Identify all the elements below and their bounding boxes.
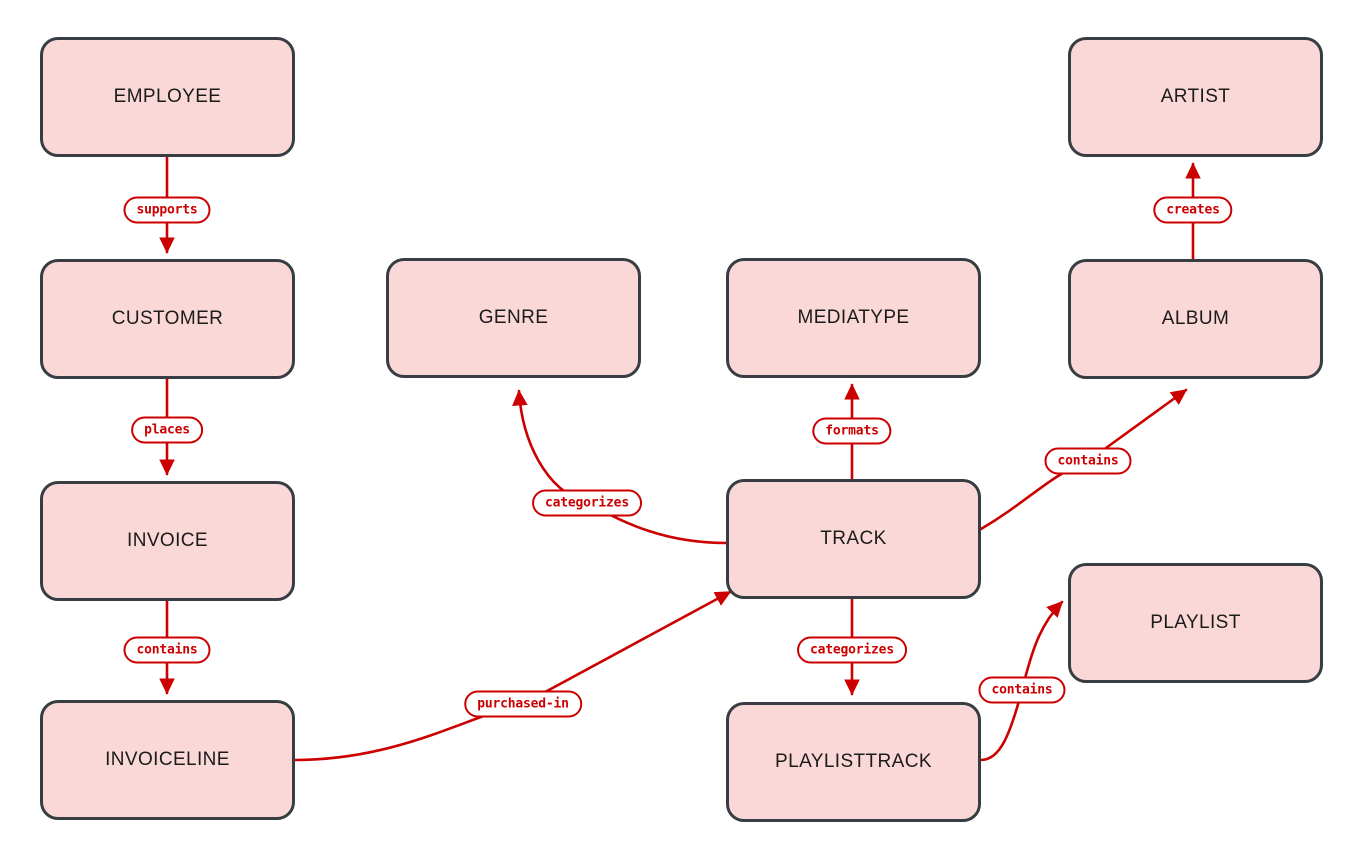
edge-label-formats: formats	[812, 417, 892, 445]
edge-label-text: creates	[1166, 202, 1220, 218]
entity-node-mediatype[interactable]: MEDIATYPE	[726, 258, 981, 378]
edge-label-contains: contains	[978, 676, 1066, 704]
edge-label-places: places	[131, 416, 203, 444]
edge-label-text: supports	[136, 202, 198, 218]
edge-label-text: categorizes	[545, 495, 629, 511]
entity-node-label: TRACK	[820, 528, 887, 549]
edge-label-text: formats	[825, 423, 879, 439]
edge-label-text: contains	[991, 682, 1053, 698]
entity-node-label: MEDIATYPE	[797, 307, 910, 328]
edge-label-contains: contains	[123, 636, 211, 664]
edge-label-text: contains	[136, 642, 198, 658]
edge-label-contains: contains	[1044, 447, 1132, 475]
entity-node-label: CUSTOMER	[111, 308, 224, 329]
entity-node-customer[interactable]: CUSTOMER	[40, 259, 295, 379]
entity-node-label: PLAYLIST	[1150, 612, 1241, 633]
entity-node-label: GENRE	[478, 307, 549, 328]
edge-label-categorizes: categorizes	[532, 489, 642, 517]
entity-node-album[interactable]: ALBUM	[1068, 259, 1323, 379]
entity-node-label: ALBUM	[1161, 308, 1230, 329]
edge-label-supports: supports	[123, 196, 211, 224]
entity-node-label: EMPLOYEE	[113, 86, 222, 107]
entity-node-artist[interactable]: ARTIST	[1068, 37, 1323, 157]
edge-label-text: places	[144, 422, 190, 438]
entity-node-employee[interactable]: EMPLOYEE	[40, 37, 295, 157]
edge-label-text: purchased-in	[477, 696, 569, 712]
edge-label-categorizes: categorizes	[797, 636, 907, 664]
entity-node-label: ARTIST	[1160, 86, 1231, 107]
entity-node-invoice[interactable]: INVOICE	[40, 481, 295, 601]
entity-node-invoiceline[interactable]: INVOICELINE	[40, 700, 295, 820]
edge-invoiceline-to-track	[293, 590, 732, 762]
edge-track-to-genre	[512, 389, 728, 545]
entity-node-genre[interactable]: GENRE	[386, 258, 641, 378]
entity-node-playlist[interactable]: PLAYLIST	[1068, 563, 1323, 683]
edge-label-purchased-in: purchased-in	[464, 690, 582, 718]
entity-node-label: INVOICELINE	[105, 749, 230, 770]
edge-label-text: contains	[1057, 453, 1119, 469]
entity-node-track[interactable]: TRACK	[726, 479, 981, 599]
edge-label-creates: creates	[1153, 196, 1233, 224]
edge-paths	[159, 155, 1201, 762]
edge-label-text: categorizes	[810, 642, 894, 658]
entity-node-label: INVOICE	[127, 530, 208, 551]
entity-node-label: PLAYLISTTRACK	[775, 751, 932, 772]
entity-node-playlisttrack[interactable]: PLAYLISTTRACK	[726, 702, 981, 822]
